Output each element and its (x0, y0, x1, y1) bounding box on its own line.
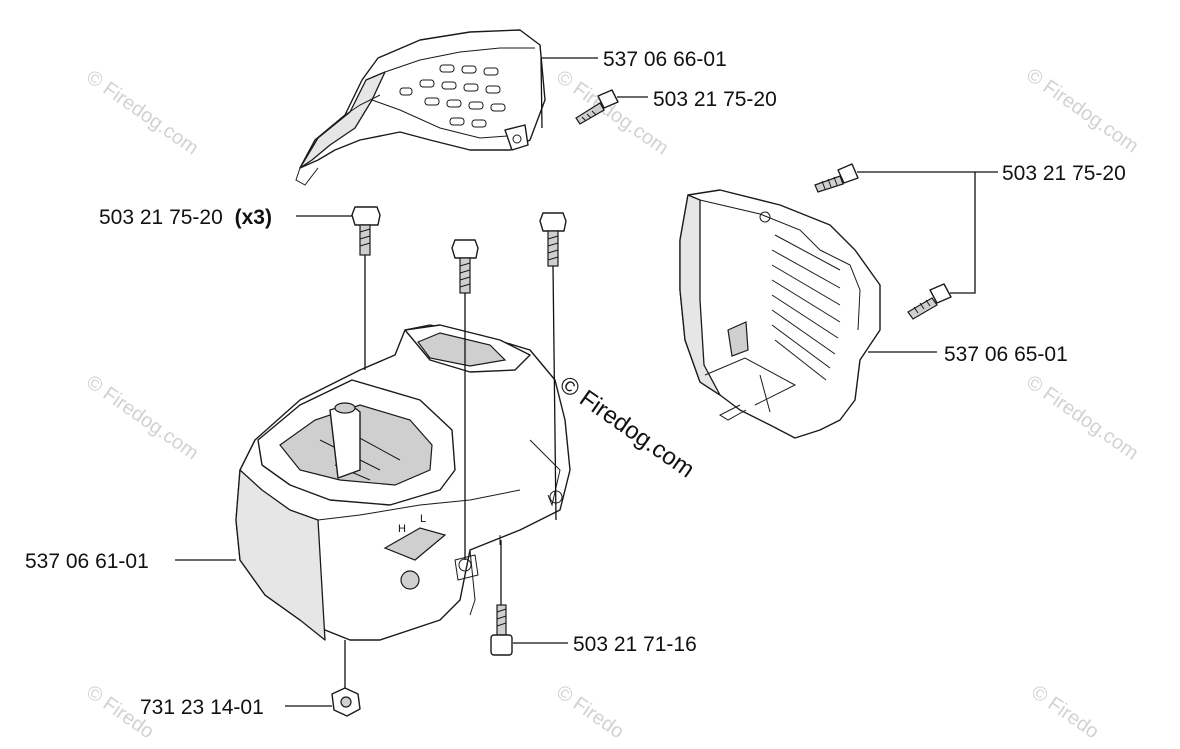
screw-cylinder-middle (451, 239, 479, 294)
watermark-tile: © Firedo (552, 681, 628, 743)
label-nut: 731 23 14-01 (140, 696, 264, 719)
screw-cylinder-right (539, 212, 567, 267)
label-upper-cover: 537 06 66-01 (603, 48, 727, 71)
label-muffler-cover-screw: 503 21 75-20 (1002, 162, 1126, 185)
label-muffler-cover: 537 06 65-01 (944, 343, 1068, 366)
screw-muffler-top (814, 163, 859, 193)
label-cylinder-cover-screw: 503 21 75-20 (x3) (99, 206, 272, 229)
screw-upper-cover (575, 89, 619, 125)
watermark-tile: © Firedog.com (82, 66, 202, 159)
label-socket-screw: 503 21 71-16 (573, 633, 697, 656)
label-cylinder-cover-screw-number: 503 21 75-20 (99, 206, 223, 229)
muffler-cover-part (679, 189, 881, 439)
watermark-tile: © Firedo (1027, 681, 1103, 743)
svg-text:L: L (420, 513, 426, 525)
socket-screw (490, 604, 513, 656)
svg-text:H: H (398, 523, 406, 535)
watermark-tile: © Firedog.com (1022, 371, 1142, 464)
label-cylinder-cover-screw-qty: (x3) (235, 206, 272, 229)
watermark-tile: © Firedog.com (552, 66, 672, 159)
part-labels: 537 06 66-01 503 21 75-20 503 21 75-20 5… (25, 48, 1126, 719)
watermark-tile: © Firedog.com (1022, 64, 1142, 157)
hex-nut (331, 687, 361, 717)
screw-muffler-bottom (907, 283, 952, 320)
cylinder-cover-part: H L (235, 324, 571, 641)
label-cylinder-cover: 537 06 61-01 (25, 550, 149, 573)
screw-cylinder-left (351, 206, 381, 256)
watermark-center: © Firedog.com (555, 371, 700, 484)
leader-lines (175, 57, 998, 707)
watermark-tile: © Firedog.com (82, 371, 202, 464)
label-upper-cover-screw: 503 21 75-20 (653, 88, 777, 111)
upper-cover-part (295, 29, 546, 186)
